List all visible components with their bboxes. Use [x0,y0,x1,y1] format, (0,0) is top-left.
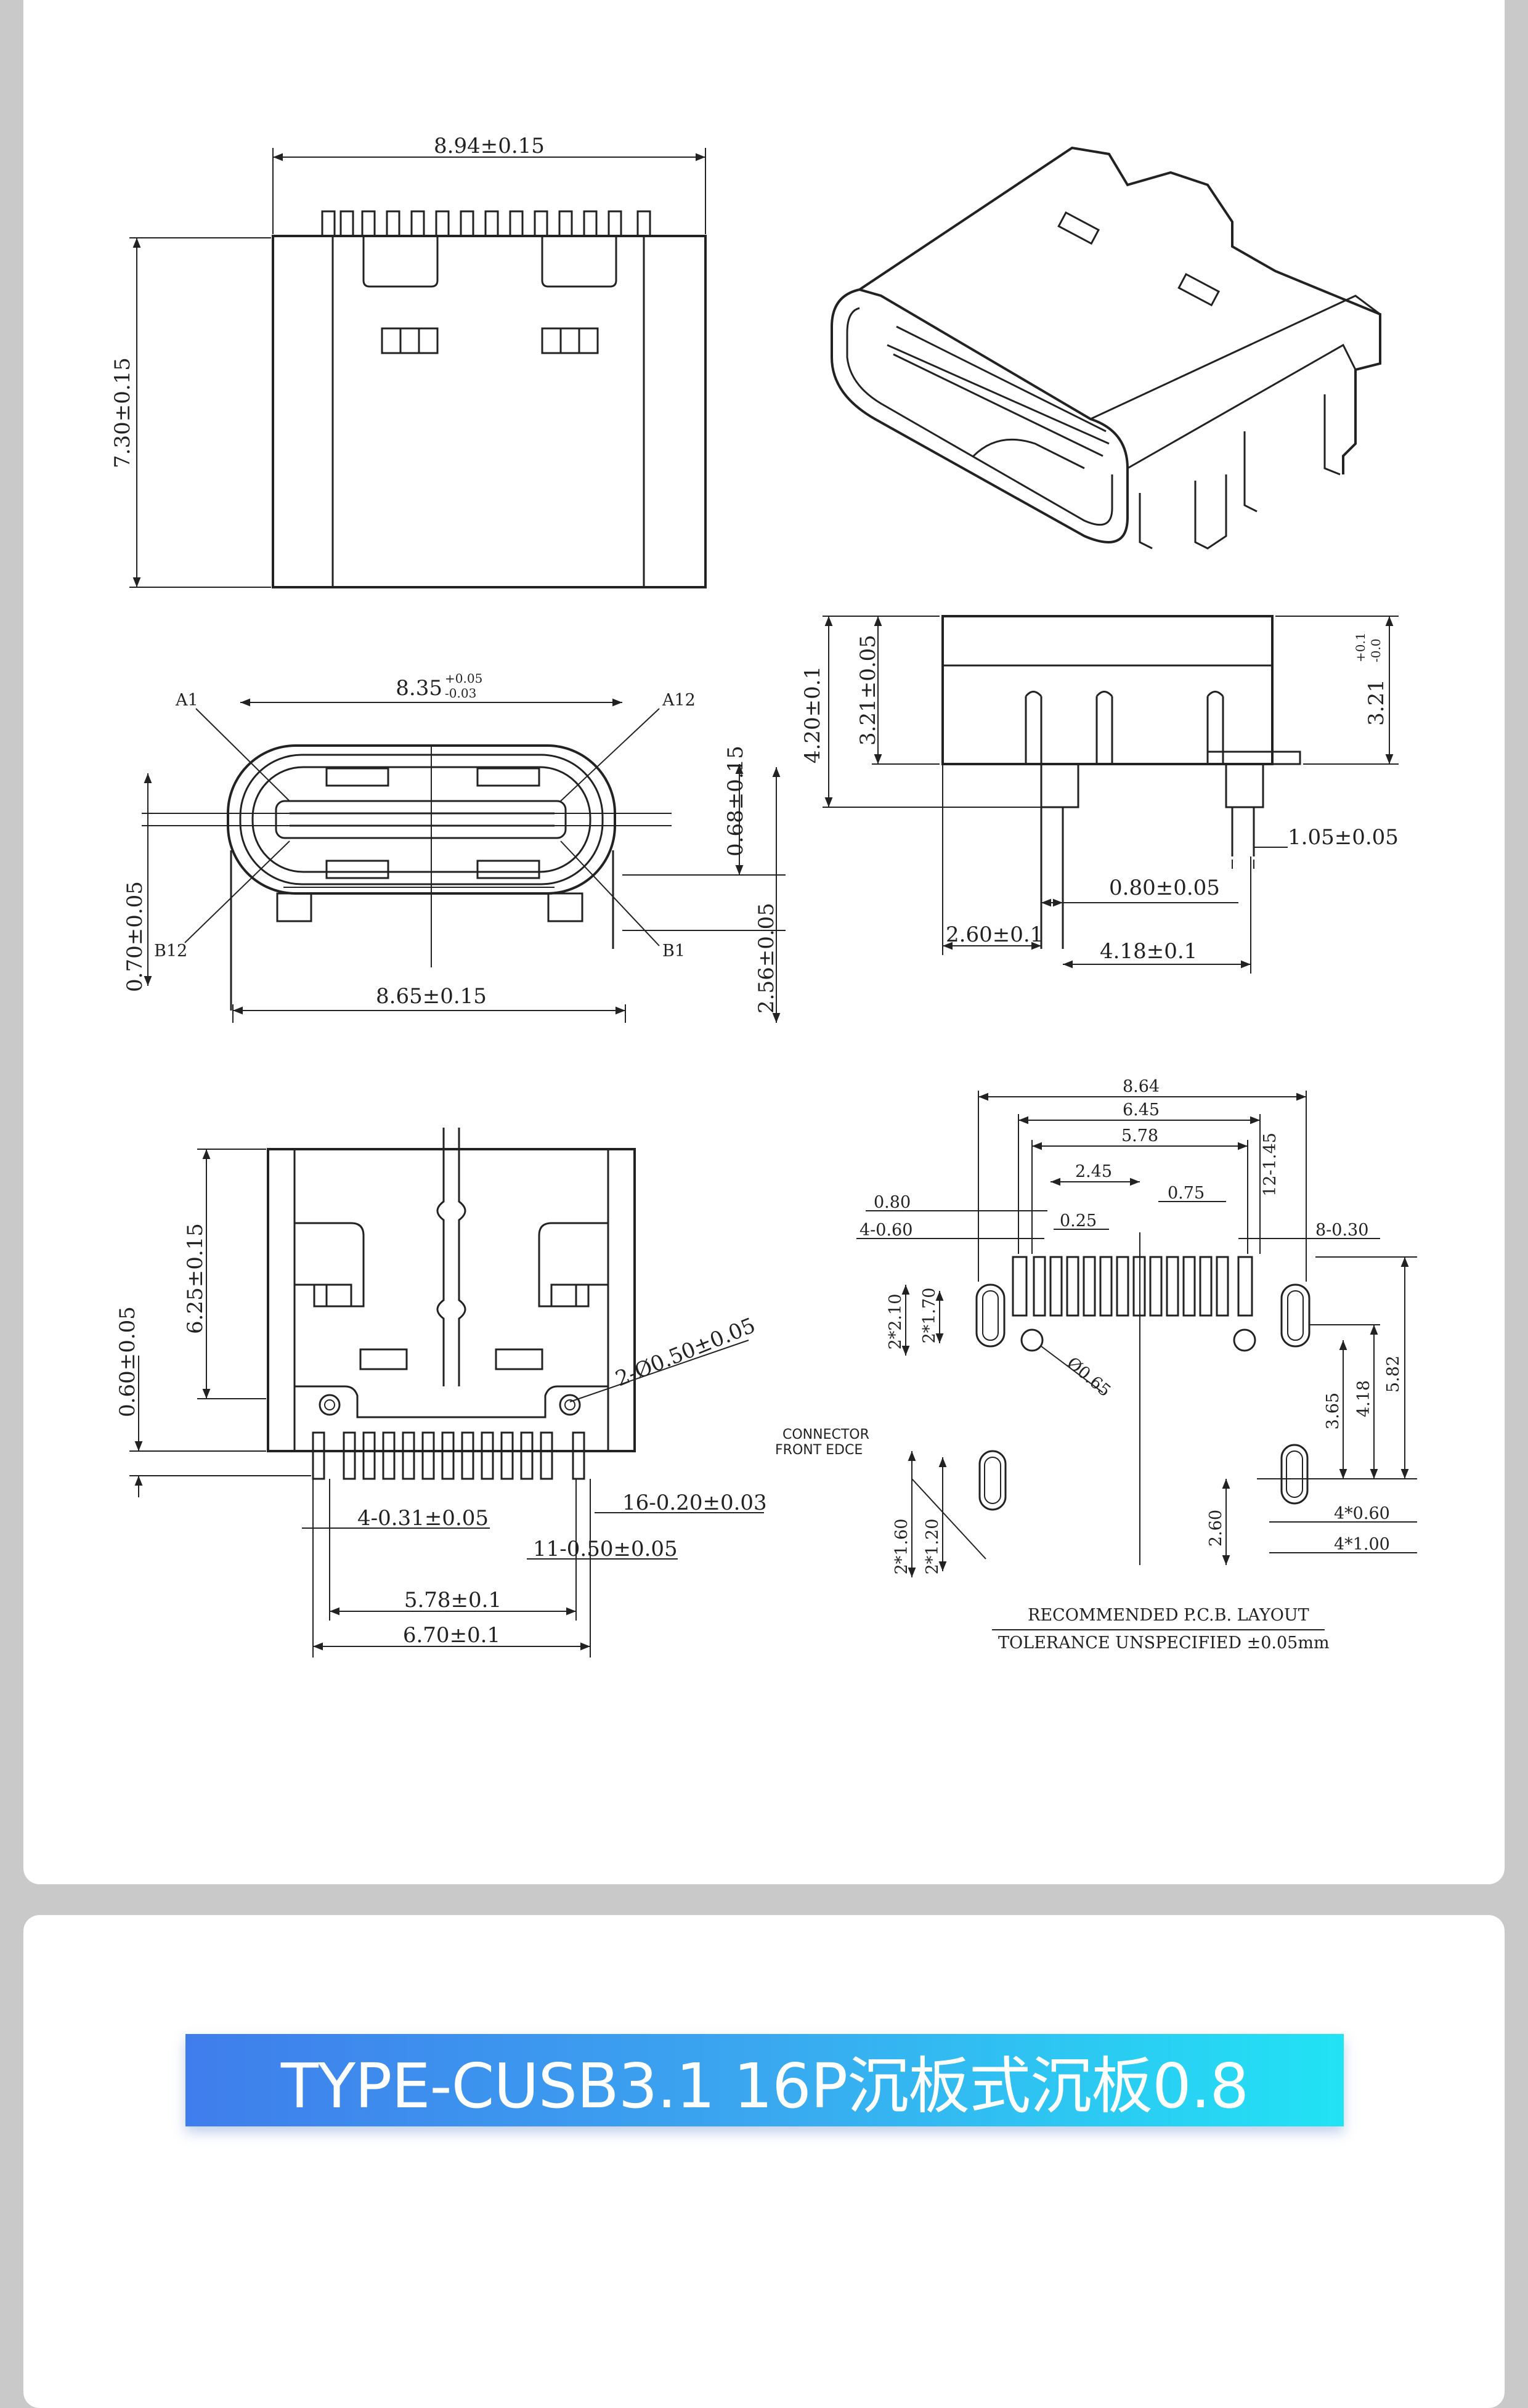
pcb-tolerance: TOLERANCE UNSPECIFIED ±0.05mm [998,1633,1330,1653]
side-right-tol-plus: +0.1 [1353,632,1368,662]
side-span-dim: 4.18±0.1 [1100,939,1197,964]
pcb-h2: 2*1.70 [920,1288,939,1344]
bottom-height-dim: 6.25±0.15 [183,1223,208,1334]
side-total-height: 4.20±0.1 [800,666,825,763]
pcb-v2: 4.18 [1354,1380,1373,1417]
bottom-view: 6.25±0.15 0.60±0.05 2-Ø0.50±0.05 4-0.31±… [115,1128,767,1658]
bottom-pin16-dim: 16-0.20±0.03 [622,1491,767,1515]
opening-width-dim: 8.35 [396,676,442,701]
pcb-slot3: 12-1.45 [1261,1133,1280,1197]
drawing-card: 8.94±0.15 7.30±0.15 [23,0,1505,1884]
pcb-v4: 2.60 [1206,1510,1225,1547]
side-offset-dim: 2.60±0.1 [946,922,1043,947]
pcb-bot1: 2*1.60 [892,1519,911,1575]
pcb-bot2: 2*1.20 [923,1519,942,1575]
pcb-bot4: 4*1.00 [1334,1535,1390,1554]
front-view: A1 A12 B12 B1 8.35 +0.05 -0.03 0.68±0.15… [123,671,786,1023]
side-right-height: 3.21 [1364,679,1389,726]
side-pitch-dim: 0.80±0.05 [1109,876,1220,900]
pcb-layout: 8.64 6.45 5.78 2.45 0.80 0.75 0.25 4-0.6… [775,1077,1417,1653]
bottom-outer-span: 6.70±0.1 [403,1623,500,1648]
side-right-tol-minus: -0.0 [1368,638,1383,662]
pcb-bot3: 4*0.60 [1334,1504,1390,1523]
pcb-v1: 3.65 [1323,1393,1343,1430]
top-height-dim: 7.30±0.15 [110,357,135,468]
side-body-height: 3.21±0.05 [856,635,880,746]
pcb-v3: 5.82 [1384,1356,1403,1393]
pcb-p2: 0.75 [1168,1184,1205,1203]
pin-a1-label: A1 [175,691,198,710]
top-width-dim: 8.94±0.15 [434,134,545,158]
title-banner: TYPE-CUSB3.1 16P沉板式沉板0.8 [185,2034,1344,2126]
product-title-card: TYPE-CUSB3.1 16P沉板式沉板0.8 [23,1915,1505,2408]
pin-a12-label: A12 [662,691,696,710]
top-view: 8.94±0.15 7.30±0.15 [110,134,707,588]
technical-drawing: 8.94±0.15 7.30±0.15 [110,134,1417,1658]
pcb-slot1: 4-0.60 [860,1221,912,1240]
pcb-slot2: 8-0.30 [1315,1221,1368,1240]
opening-tol-minus: -0.03 [445,686,476,701]
bottom-inner-span: 5.78±0.1 [404,1588,502,1613]
front-edge-label: FRONT EDCE [775,1442,863,1458]
title-banner-text: TYPE-CUSB3.1 16P沉板式沉板0.8 [280,2049,1249,2122]
pcb-p3: 0.25 [1060,1211,1097,1230]
pcb-p1: 0.80 [874,1193,911,1212]
connector-label: CONNECTOR [782,1427,869,1442]
pin-b12-label: B12 [154,942,187,961]
pcb-caption: RECOMMENDED P.C.B. LAYOUT [1028,1606,1309,1625]
bottom-pin11-dim: 11-0.50±0.05 [533,1537,678,1561]
pin-dim: 0.70±0.05 [123,881,147,992]
isometric-view [831,146,1381,550]
pcb-w1: 8.64 [1123,1077,1160,1096]
side-leg-dim: 1.05±0.05 [1288,825,1399,850]
pcb-w3: 5.78 [1121,1126,1158,1145]
pcb-w2: 6.45 [1123,1100,1160,1120]
shell-width-dim: 8.65±0.15 [376,984,487,1009]
bottom-standoff-dim: 0.60±0.05 [115,1306,140,1417]
side-view: 4.20±0.1 3.21±0.05 3.21 +0.1 -0.0 1.05±0… [800,615,1399,974]
opening-tol-plus: +0.05 [445,671,482,686]
pcb-w4: 2.45 [1075,1162,1112,1181]
depth-dim: 2.56±0.05 [754,903,779,1014]
pcb-h1: 2*2.10 [886,1294,905,1350]
pcb-hole: Ø0.65 [1063,1354,1115,1401]
pin-b1-label: B1 [662,942,685,961]
offset-dim: 0.68±0.15 [723,746,748,856]
bottom-pad-dim: 4-0.31±0.05 [357,1506,489,1531]
